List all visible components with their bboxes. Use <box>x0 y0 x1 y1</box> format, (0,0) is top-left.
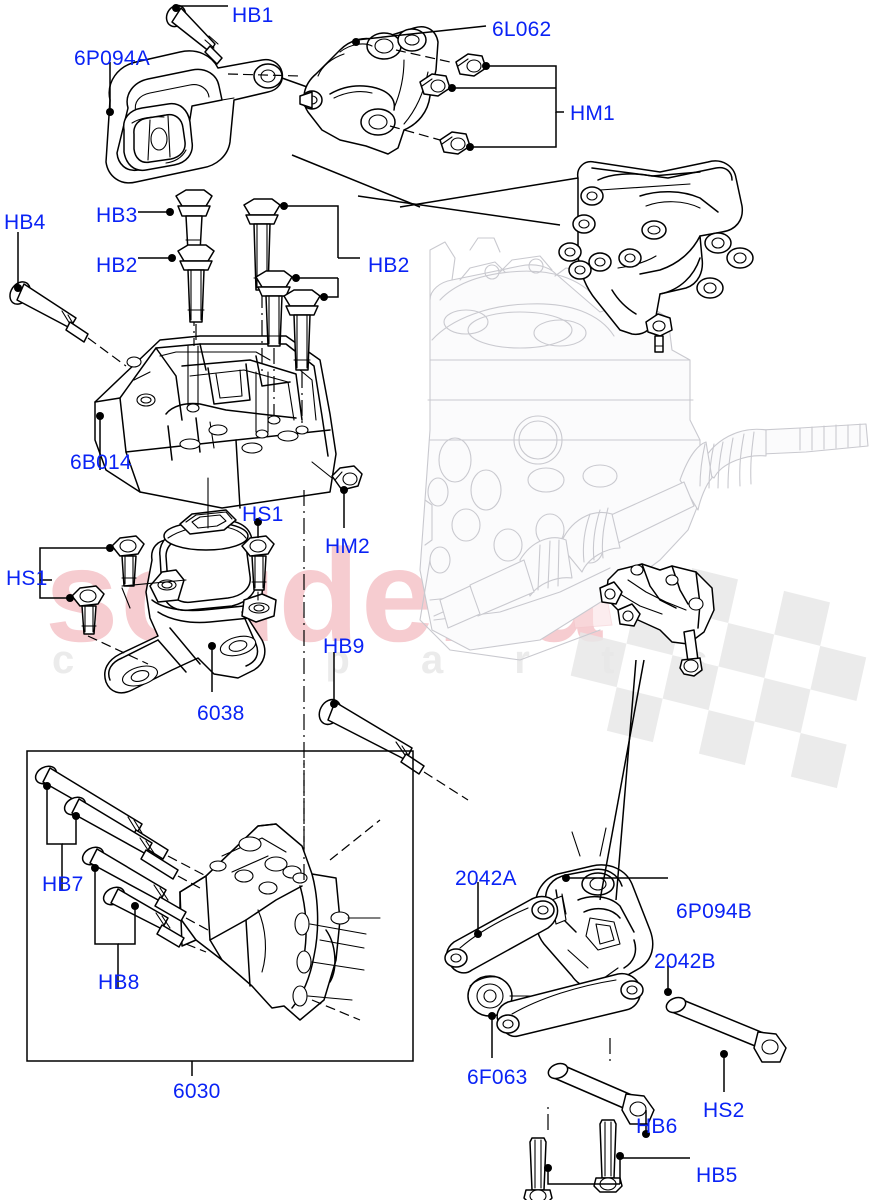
part-6038-engine-mount <box>104 509 277 694</box>
part-HM1-nuts <box>389 49 564 155</box>
leader-right-mount-b <box>599 659 645 901</box>
part-6030-transmission-case <box>179 760 381 1076</box>
callout-HS1-top: HS1 <box>242 503 284 526</box>
part-6L062-bracket <box>299 25 487 155</box>
callout-2042B: 2042B <box>654 950 716 973</box>
part-right-engine-mount <box>599 563 715 677</box>
callout-6F063: 6F063 <box>467 1066 528 1089</box>
part-HB7-bolts <box>34 765 207 890</box>
callout-HB5: HB5 <box>696 1164 738 1187</box>
frame-6030 <box>26 750 414 1062</box>
callout-HB4: HB4 <box>4 211 46 234</box>
callout-HB1: HB1 <box>232 4 274 27</box>
callout-HM1: HM1 <box>570 102 615 125</box>
part-HB2-left-bolt <box>138 244 215 342</box>
part-HM2-nut <box>311 461 363 528</box>
part-6P094A-torque-strut <box>105 50 284 184</box>
part-HB9-bolt <box>318 652 469 801</box>
part-HS2-bolt <box>665 996 787 1092</box>
callout-HB9: HB9 <box>323 635 365 658</box>
callout-HB3: HB3 <box>96 204 138 227</box>
callout-HB6: HB6 <box>636 1115 678 1138</box>
part-HB4-bolt <box>9 232 127 367</box>
callout-HB7: HB7 <box>42 873 84 896</box>
callout-2042A: 2042A <box>455 867 517 890</box>
part-engine-top-bracket <box>558 160 754 353</box>
callout-6030: 6030 <box>173 1080 221 1103</box>
callout-6P094B: 6P094B <box>676 900 752 923</box>
part-6B014-bracket <box>94 335 337 509</box>
ghost-engine-block <box>419 237 869 661</box>
callout-6L062: 6L062 <box>492 18 552 41</box>
callout-HM2: HM2 <box>325 535 370 558</box>
callout-HB2-right: HB2 <box>368 254 410 277</box>
part-HS1-screws <box>39 477 275 665</box>
part-HB2-right-bolts <box>243 198 360 439</box>
part-HB8-bolts <box>81 846 209 988</box>
part-HB1-bolt <box>165 4 228 65</box>
part-6P094B-mount <box>534 827 668 989</box>
callout-HB2-left: HB2 <box>96 254 138 277</box>
part-HB5-bolts <box>523 1106 690 1200</box>
callout-6B014: 6B014 <box>70 451 132 474</box>
leader-right-mount-a <box>615 659 637 901</box>
callout-6P094A: 6P094A <box>74 47 150 70</box>
part-HB6-bolt <box>547 1038 655 1138</box>
part-2042A-bracket <box>444 882 559 974</box>
callout-HS1-left: HS1 <box>6 567 48 590</box>
part-2042B-bracket <box>496 962 672 1038</box>
callout-HS2: HS2 <box>703 1099 745 1122</box>
callout-6038: 6038 <box>197 702 245 725</box>
callout-HB8: HB8 <box>98 971 140 994</box>
